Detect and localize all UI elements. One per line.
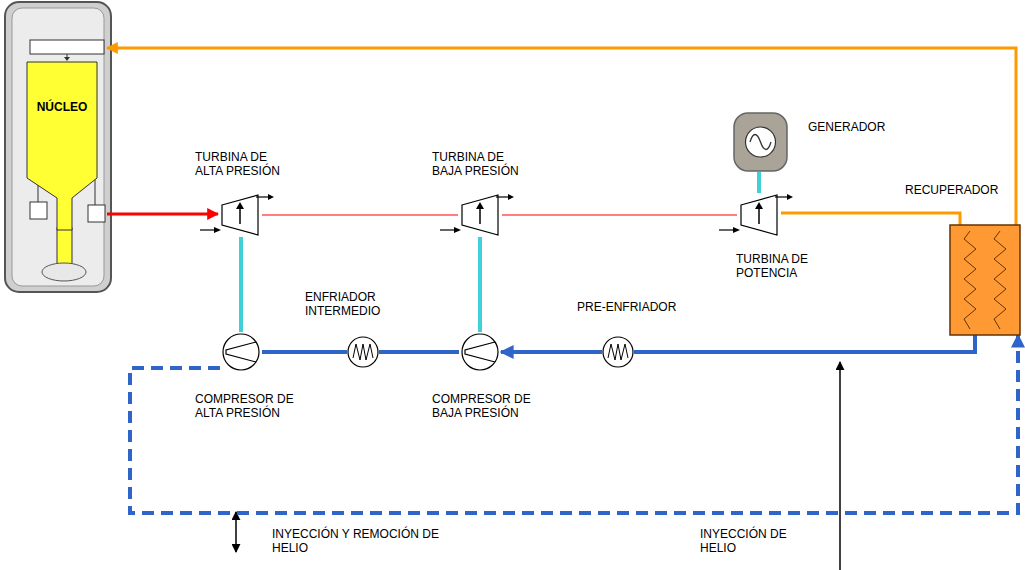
turbine-symbol: TURBINA DE ALTA PRESIÓN (218, 193, 262, 237)
cooler-symbol-part (353, 344, 373, 360)
cold-pipe (379, 350, 459, 354)
generator-symbol-shape (733, 112, 788, 172)
cold-pipe (262, 350, 347, 354)
recuperator-box-part (994, 231, 1006, 329)
component-label: TURBINA DE BAJA PRESIÓN (432, 150, 532, 178)
generator-symbol-part (734, 113, 787, 171)
recuperator-box: RECUPERADOR (950, 225, 1020, 335)
turbine-symbol-part (440, 229, 456, 230)
exhaust-pipe (781, 213, 960, 225)
hot-gas-pipe (107, 213, 218, 216)
gas-pipe (262, 214, 458, 215)
reactor-core-part (30, 40, 104, 54)
component-label: COMPRESOR DE BAJA PRESIÓN (432, 392, 542, 420)
turbine-symbol-part (741, 195, 777, 235)
component-label: RECUPERADOR (905, 183, 998, 197)
turbine-symbol-shape (218, 193, 262, 237)
recuperator-box-part (964, 231, 976, 329)
cooler-symbol-part (608, 344, 628, 360)
turbine-symbol: TURBINA DE POTENCIA (737, 193, 781, 237)
component-label: COMPRESOR DE ALTA PRESIÓN (195, 392, 305, 420)
compressor-symbol-part (223, 334, 259, 370)
cold-pipe (501, 350, 602, 354)
recuperator-box-shape (950, 225, 1020, 335)
note-label: INYECCIÓN Y REMOCIÓN DE HELIO (272, 527, 442, 555)
turbine-symbol-part (775, 196, 789, 197)
helium-injection-arrow (839, 362, 841, 570)
component-label: ENFRIADOR INTERMEDIO (305, 290, 405, 318)
component-label: TURBINA DE ALTA PRESIÓN (195, 150, 295, 178)
shaft (757, 172, 761, 193)
helium-inventory-line (130, 335, 1018, 513)
turbine-symbol-part (454, 227, 461, 233)
compressor-symbol: COMPRESOR DE ALTA PRESIÓN (220, 332, 262, 372)
turbine-symbol-part (755, 202, 763, 209)
turbine-symbol-part (200, 229, 216, 230)
vessel-inner (12, 8, 104, 286)
turbine-symbol-part (496, 196, 510, 197)
generator-symbol-part (746, 127, 776, 157)
compressor-symbol-part (226, 342, 256, 362)
cooler-symbol: ENFRIADOR INTERMEDIO (347, 336, 379, 368)
cooler-symbol-part (603, 337, 633, 367)
compressor-symbol: COMPRESOR DE BAJA PRESIÓN (459, 332, 501, 372)
turbine-symbol-part (787, 194, 793, 200)
generator-symbol: GENERADOR (733, 112, 788, 172)
gas-pipe (502, 214, 737, 215)
turbine-symbol-shape (737, 193, 781, 237)
cooler-symbol-shape (602, 336, 634, 368)
turbine-symbol-part (476, 202, 484, 209)
component-label: TURBINA DE POTENCIA (736, 252, 836, 280)
core-support (95, 178, 96, 205)
compressor-symbol-part (465, 342, 495, 362)
component-label: PRE-ENFRIADOR (577, 300, 676, 314)
core-pedestal (42, 263, 86, 281)
reactor-core-part (64, 57, 70, 61)
cooler-symbol: PRE-ENFRIADOR (602, 336, 634, 368)
turbine-symbol-shape (458, 193, 502, 237)
turbine-symbol-part (508, 194, 514, 200)
shaft (478, 237, 482, 332)
compressor-symbol-shape (459, 332, 501, 372)
turbine-symbol-part (236, 202, 244, 209)
turbine-symbol-part (256, 196, 270, 197)
turbine-symbol-part (719, 229, 735, 230)
cooler-symbol-part (348, 337, 378, 367)
generator-symbol-part (750, 135, 771, 150)
reactor-core-part (27, 62, 97, 230)
cold-pipe (634, 335, 975, 352)
component-label: GENERADOR (808, 120, 908, 134)
reactor-vessel (5, 2, 111, 292)
turbine-symbol-part (462, 195, 498, 235)
turbine-symbol-part (733, 227, 740, 233)
vessel-inlet (30, 202, 47, 219)
compressor-symbol-part (462, 334, 498, 370)
shaft (239, 237, 243, 332)
component-label: NÚCLEO (27, 100, 97, 114)
reactor-core-shape (27, 38, 107, 230)
turbine-symbol-part (268, 194, 274, 200)
vessel-outlet (88, 205, 105, 222)
turbine-symbol-part (214, 227, 221, 233)
cooler-symbol-shape (347, 336, 379, 368)
note-label: INYECCIÓN DE HELIO (700, 527, 825, 555)
core-stem (57, 228, 72, 266)
helium-exchange-arrow (235, 512, 237, 552)
turbine-symbol: TURBINA DE BAJA PRESIÓN (458, 193, 502, 237)
turbine-symbol-part (222, 195, 258, 235)
recuperator-box-part (950, 225, 1020, 335)
reactor-core: NÚCLEO (27, 38, 107, 230)
compressor-symbol-shape (220, 332, 262, 372)
